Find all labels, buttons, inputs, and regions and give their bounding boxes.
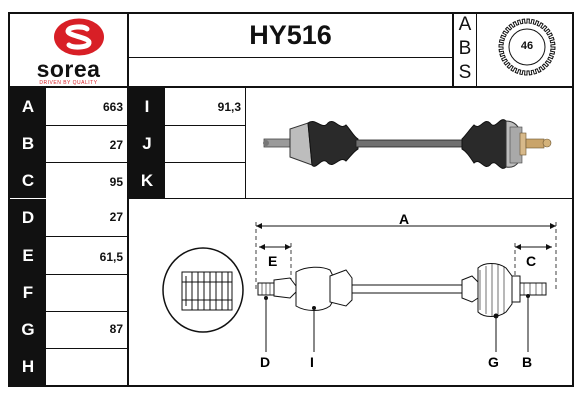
spec-value-e: 61,5 [99,250,123,264]
dim-label-g: G [488,354,499,370]
spec-value-i: 91,3 [217,100,241,114]
dim-label-a: A [399,211,409,227]
spec-label-f: F [10,275,46,311]
spec-label-a: A [10,88,46,125]
abs-letter-b: B [458,38,472,59]
brand-logo: sorea DRIVEN BY QUALITY [10,14,127,86]
brand-tagline: DRIVEN BY QUALITY [39,80,98,86]
row-line [8,311,129,312]
abs-ring-gear-icon [498,18,556,76]
divider-title [129,57,453,58]
row-line [8,348,129,349]
abs-teeth-count: 46 [520,40,534,52]
border-bottom [8,385,574,387]
divider-diagram-top [129,198,574,199]
row-line [8,274,129,275]
spec-label-b: B [10,126,46,162]
abs-letter-s: S [458,62,472,83]
border-left [8,12,10,387]
divider-logo [127,12,129,387]
brand-name: sorea [36,56,101,82]
spec-label-e: E [10,237,46,274]
divider-header-bottom [8,86,574,88]
spec-value-b: 27 [109,138,123,152]
divider-mid-col [245,88,246,198]
divider-abs-right [476,12,477,88]
divider-abs [452,12,454,88]
dim-label-c: C [526,253,536,269]
abs-letter-a: A [458,14,472,35]
row-line [8,125,246,126]
spec-value-c: 95 [109,175,123,189]
part-number: HY516 [249,20,332,50]
spec-label-d: D [10,199,46,236]
spec-label-k: K [129,163,165,198]
spec-value-g: 87 [109,322,123,336]
row-line [8,162,246,163]
spec-label-g: G [10,312,46,348]
dim-label-d: D [260,354,270,370]
border-top [8,12,574,14]
row-line [8,236,129,237]
spec-label-i: I [129,88,165,125]
border-right [572,12,574,387]
dim-label-e: E [268,253,277,269]
spec-value-a: 663 [102,100,123,114]
spec-value-d: 27 [109,210,123,224]
drive-shaft-photo [263,119,552,169]
dim-label-i: I [310,354,314,370]
dim-label-b: B [522,354,532,370]
abs-column: A B S [454,14,476,86]
spec-label-h: H [10,349,46,385]
spec-label-c: C [10,163,46,198]
spec-label-j: J [129,126,165,162]
sorea-emblem-icon [54,18,104,56]
dimension-diagram: A E C D I G B [162,211,557,370]
